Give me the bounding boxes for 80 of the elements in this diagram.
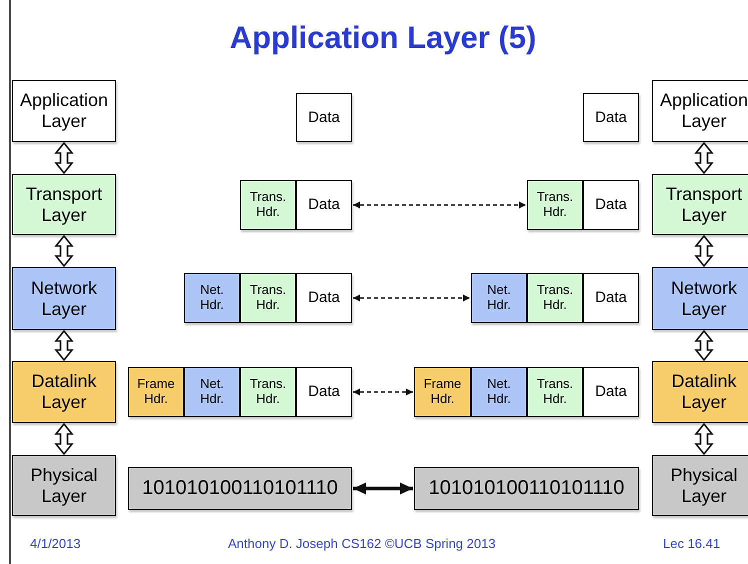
header-cell [527, 273, 583, 323]
box-text: Application Layer [18, 90, 110, 132]
box-text: Data [595, 383, 627, 401]
box-text: Frame Hdr. [136, 377, 176, 407]
box-text: Physical Layer [29, 464, 99, 506]
layer-box [652, 80, 748, 142]
box-text: Net. Hdr. [486, 283, 512, 313]
box-text: Application Layer [658, 90, 748, 132]
double-arrow [694, 330, 714, 362]
dashed-arrow [353, 202, 526, 208]
layer-box [652, 455, 748, 516]
header-cell [128, 367, 184, 417]
data-cell [296, 93, 352, 142]
double-arrow [694, 422, 714, 456]
data-cell [583, 273, 639, 323]
layer-box [12, 361, 116, 423]
box-text: Transport Layer [24, 184, 104, 226]
double-arrow [54, 142, 74, 174]
box-text: Trans. Hdr. [536, 283, 574, 313]
box-text: Trans. Hdr. [536, 190, 574, 220]
double-arrow [54, 422, 74, 456]
layer-box [652, 174, 748, 235]
box-text: Trans. Hdr. [536, 377, 574, 407]
box-text: Data [595, 289, 627, 307]
double-arrow [694, 234, 714, 268]
box-text: Network Layer [30, 278, 98, 320]
box-text: Transport Layer [664, 184, 744, 226]
data-cell [583, 180, 639, 230]
header-cell [471, 367, 527, 417]
bit-string-box [414, 467, 639, 510]
box-text: Physical Layer [669, 464, 739, 506]
header-cell [240, 180, 296, 230]
layer-box [652, 361, 748, 423]
data-cell [296, 273, 352, 323]
layer-box [12, 455, 116, 516]
box-text: Datalink Layer [30, 371, 98, 413]
dashed-arrow [353, 294, 470, 302]
box-text: 101010100110101110 [142, 477, 338, 500]
header-cell [527, 180, 583, 230]
box-text: Data [308, 108, 340, 126]
data-cell [296, 180, 352, 230]
box-text: Trans. Hdr. [248, 283, 288, 313]
header-cell [240, 367, 296, 417]
double-arrow [694, 142, 714, 174]
double-arrow [54, 234, 74, 268]
slide-title: Application Layer (5) [228, 20, 538, 56]
box-text: Data [308, 289, 340, 307]
box-text: Data [595, 108, 627, 126]
layer-box [12, 80, 116, 142]
data-cell [583, 367, 639, 417]
box-text: Net. Hdr. [199, 377, 225, 407]
double-arrow [54, 330, 74, 362]
header-cell [527, 367, 583, 417]
header-cell [240, 273, 296, 323]
header-cell [184, 367, 240, 417]
header-cell [471, 273, 527, 323]
box-text: Net. Hdr. [486, 377, 512, 407]
footer-text: 4/1/2013 [30, 536, 81, 551]
double-arrow [353, 482, 413, 494]
footer-text: Anthony D. Joseph CS162 ©UCB Spring 2013 [228, 536, 496, 551]
box-text: Trans. Hdr. [248, 190, 288, 220]
data-cell [296, 367, 352, 417]
box-text: 101010100110101110 [428, 477, 624, 500]
box-text: Network Layer [670, 278, 738, 320]
dashed-arrow [353, 388, 413, 396]
layer-box [652, 267, 748, 330]
box-text: Trans. Hdr. [248, 377, 288, 407]
box-text: Data [308, 196, 340, 214]
header-cell [184, 273, 240, 323]
header-cell [414, 367, 471, 417]
box-text: Datalink Layer [670, 371, 738, 413]
box-text: Net. Hdr. [199, 283, 225, 313]
box-text: Data [595, 196, 627, 214]
box-text: Data [308, 383, 340, 401]
layer-box [12, 267, 116, 330]
footer-text: Lec 16.41 [663, 536, 720, 551]
bit-string-box [128, 467, 352, 510]
layer-box [12, 174, 116, 235]
data-cell [583, 93, 639, 142]
box-text: Frame Hdr. [422, 377, 462, 407]
